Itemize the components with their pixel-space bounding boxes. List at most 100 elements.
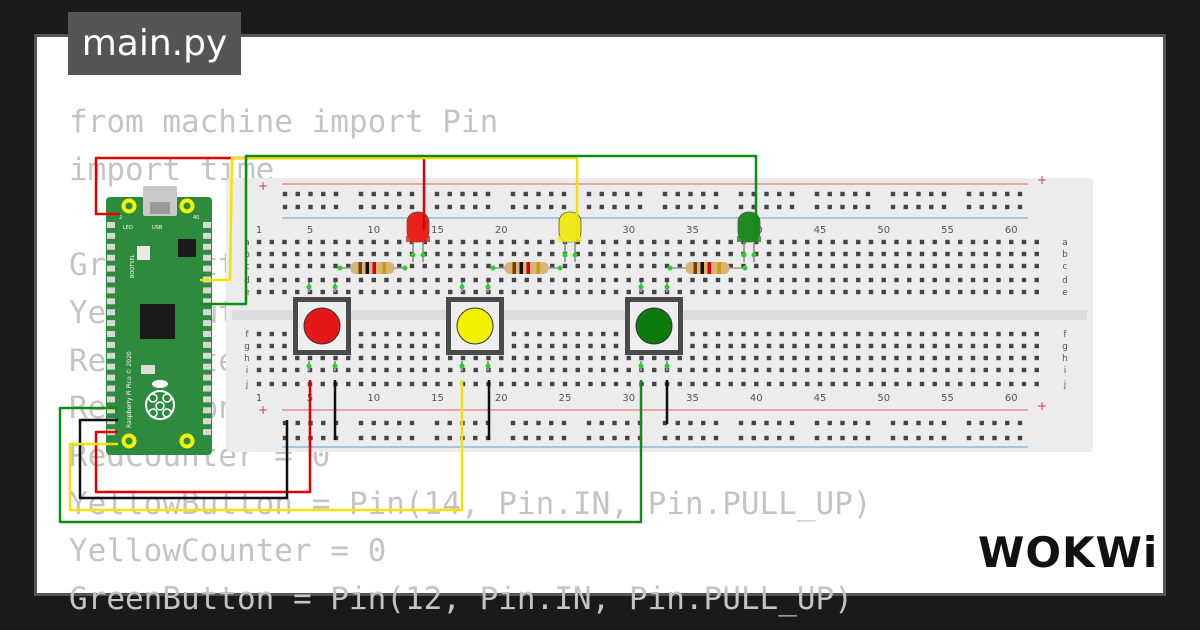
rail-hole [688, 191, 693, 197]
rail-hole [662, 435, 668, 441]
usb-port [150, 202, 170, 214]
terminal-hole [958, 331, 963, 337]
terminal-hole [881, 277, 886, 283]
terminal-hole [1021, 343, 1027, 349]
file-tab[interactable]: main.py [68, 12, 241, 75]
row-label: j [1063, 380, 1067, 390]
rail-hole [890, 420, 896, 426]
terminal-hole [945, 263, 950, 269]
terminal-hole [397, 331, 402, 337]
terminal-hole [409, 381, 415, 387]
terminal-hole [639, 251, 644, 257]
terminal-hole [881, 263, 886, 269]
terminal-hole [346, 289, 351, 295]
terminal-hole [473, 367, 478, 373]
terminal-hole [524, 289, 529, 295]
terminal-hole [690, 381, 695, 387]
terminal-hole [588, 239, 593, 245]
resistor[interactable] [337, 262, 408, 274]
terminal-hole [907, 355, 912, 361]
label-usb: USB [152, 225, 163, 231]
rail-hole [536, 204, 541, 210]
pushbutton-yellow[interactable] [446, 282, 504, 371]
row-label: h [244, 354, 250, 364]
terminal-hole [932, 331, 937, 337]
rail-hole [903, 204, 908, 210]
terminal-hole [269, 239, 274, 245]
terminal-hole [1021, 381, 1027, 387]
terminal-hole [1034, 289, 1039, 295]
terminal-hole [613, 355, 619, 361]
raspberry-logo-icon [145, 380, 175, 420]
rail-hole [612, 204, 617, 210]
terminal-hole [805, 289, 810, 295]
terminal-hole [983, 331, 988, 337]
led-yellow[interactable] [558, 211, 582, 262]
terminal-hole [626, 277, 631, 283]
pico-pin-left [107, 363, 115, 370]
resistor[interactable] [490, 262, 563, 274]
terminal-hole [690, 331, 695, 337]
terminal-hole [690, 289, 695, 295]
pico-pin-right [203, 407, 211, 414]
rail-plus-label: + [258, 179, 268, 193]
rail-hole [701, 204, 706, 210]
rail-hole [625, 420, 630, 426]
pico-pin-left [107, 385, 115, 392]
terminal-hole [626, 367, 631, 373]
terminal-hole [894, 289, 899, 295]
terminal-hole [843, 367, 848, 373]
rail-hole [865, 191, 871, 197]
terminal-hole [346, 381, 351, 387]
terminal-hole [499, 277, 504, 283]
terminal-hole [805, 251, 810, 257]
terminal-hole [460, 355, 466, 361]
row-label: i [246, 366, 249, 376]
pin-mark: 2 [119, 215, 122, 221]
pico-pin-right [203, 287, 211, 294]
terminal-hole [524, 331, 529, 337]
pushbutton-red[interactable] [293, 282, 351, 371]
terminal-hole [537, 239, 542, 245]
terminal-hole [983, 239, 988, 245]
pico-pin-right [203, 320, 211, 327]
resistor[interactable] [667, 262, 748, 274]
rail-hole [536, 435, 541, 441]
terminal-hole [346, 277, 351, 283]
terminal-hole [779, 381, 784, 387]
rail-hole [916, 191, 921, 197]
wires [58, 154, 758, 524]
rail-hole [282, 191, 288, 197]
terminal-hole [282, 239, 287, 245]
terminal-hole [384, 367, 389, 373]
terminal-hole [652, 251, 657, 257]
bootsel-button[interactable] [137, 246, 150, 260]
column-label: 55 [941, 225, 954, 236]
terminal-hole [397, 289, 402, 295]
rail-hole [333, 191, 339, 197]
terminal-hole [868, 239, 874, 245]
terminal-hole [1034, 355, 1039, 361]
terminal-hole [690, 251, 695, 257]
rail-hole [523, 191, 528, 197]
terminal-hole [550, 381, 555, 387]
terminal-hole [817, 289, 823, 295]
rail-hole [840, 435, 845, 441]
rail-hole [853, 420, 858, 426]
terminal-hole [792, 277, 797, 283]
pushbutton-green[interactable] [625, 282, 683, 371]
rail-hole [599, 420, 604, 426]
rail-hole [333, 204, 339, 210]
row-label: f [1063, 330, 1067, 340]
terminal-hole [397, 251, 402, 257]
led-green[interactable] [737, 211, 761, 262]
rail-hole [777, 435, 782, 441]
row-label: f [245, 330, 249, 340]
pico-pin-left [107, 407, 115, 414]
terminal-hole [792, 381, 797, 387]
rail-hole [434, 420, 440, 426]
terminal-hole [409, 343, 415, 349]
terminal-hole [524, 251, 529, 257]
terminal-hole [983, 343, 988, 349]
